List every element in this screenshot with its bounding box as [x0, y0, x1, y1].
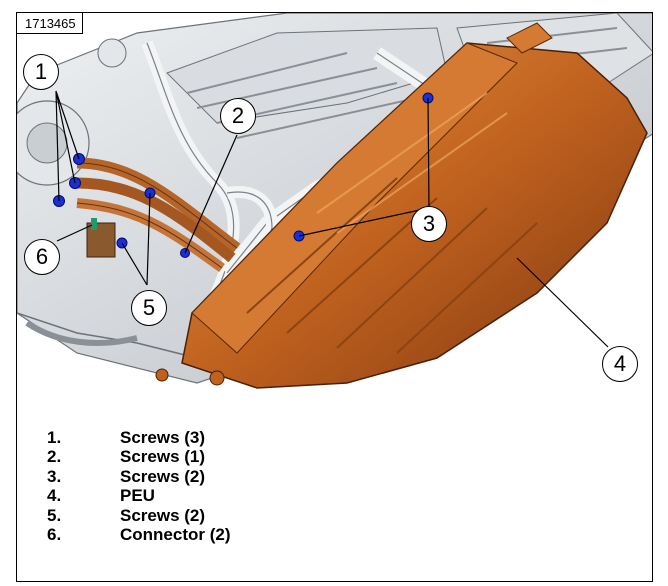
peu-illustration [17, 13, 652, 389]
legend-text: Screws (2) [120, 466, 206, 486]
legend-number: 6. [47, 525, 62, 545]
leader-lines [55, 90, 609, 348]
legend-item: 4. PEU [47, 486, 231, 507]
diagram-frame: 1713465 1 2 3 4 5 6 1. Screws (3) 2. Screw… [16, 12, 653, 582]
legend-item: 1. Screws (3) [47, 428, 231, 448]
legend-item: 6. Connector (2) [47, 525, 231, 546]
callout-5: 5 [131, 290, 167, 326]
legend-text: Connector (2) [120, 525, 231, 545]
legend-text: Screws (1) [120, 447, 206, 467]
callout-3: 3 [411, 206, 447, 242]
legend-number: 1. [47, 427, 62, 447]
figure-id-label: 1713465 [17, 13, 83, 34]
legend-text: Screws (3) [120, 427, 206, 447]
legend-list: 1. Screws (3) 2. Screws (1) 3. Screws (2) 4… [47, 428, 231, 545]
callout-6: 6 [24, 239, 60, 275]
legend-number: 2. [47, 447, 62, 467]
callout-1: 1 [23, 54, 59, 90]
legend-text: PEU [120, 486, 155, 506]
legend-number: 4. [47, 486, 62, 506]
legend-item: 2. Screws (1) [47, 447, 231, 468]
legend-item: 5. Screws (2) [47, 506, 231, 526]
legend-number: 5. [47, 505, 62, 525]
cable-harness [76, 157, 241, 273]
callout-4: 4 [602, 346, 638, 382]
legend-text: Screws (2) [120, 505, 206, 525]
legend-item: 3. Screws (2) [47, 467, 231, 487]
callout-2: 2 [220, 98, 256, 134]
legend-number: 3. [47, 466, 62, 486]
